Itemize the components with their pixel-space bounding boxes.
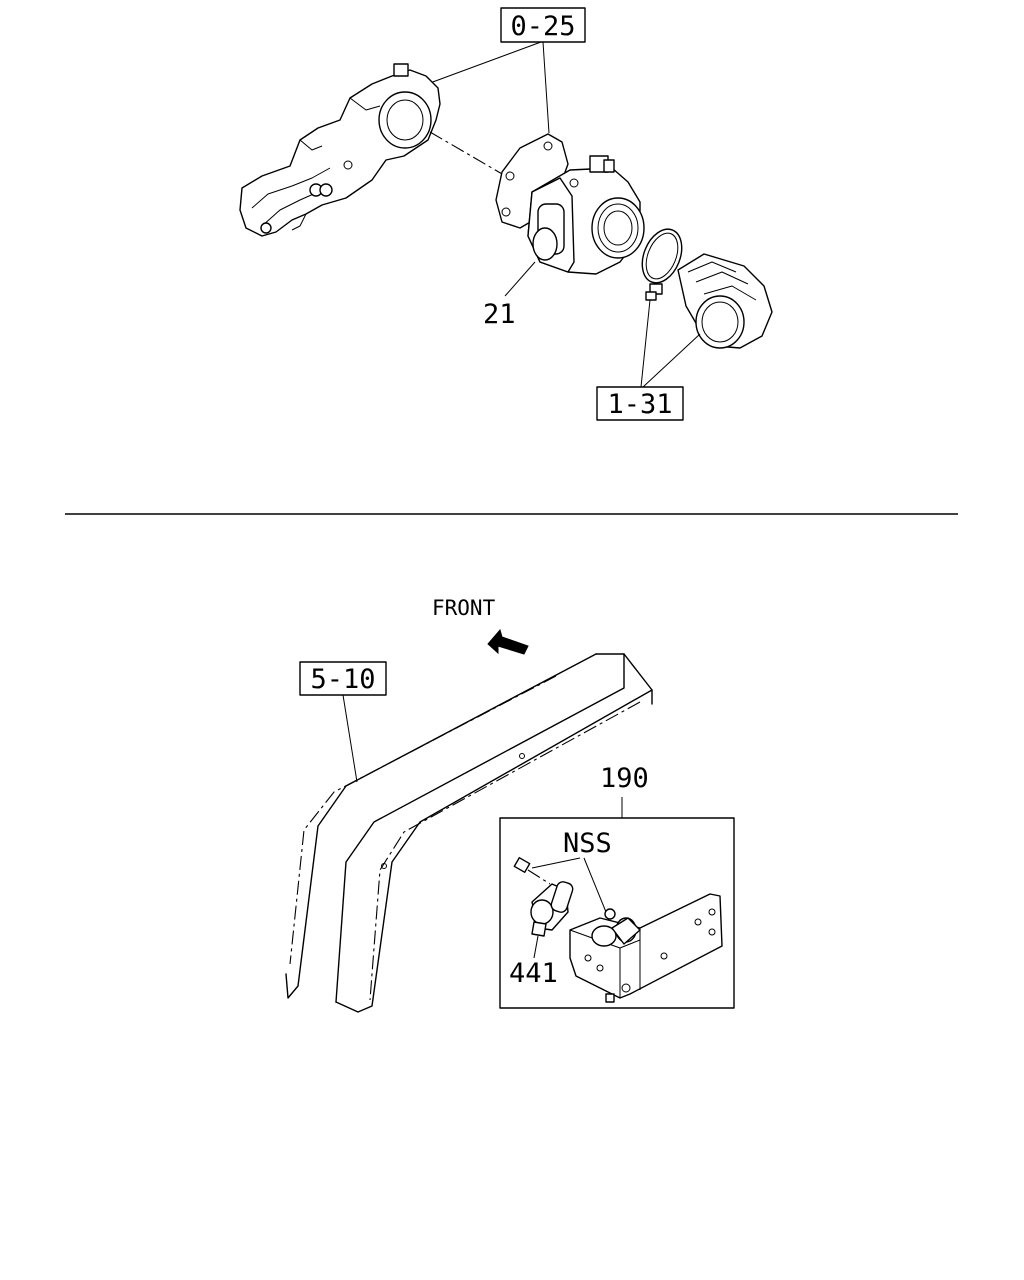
- leader-nss-bolt: [531, 857, 581, 869]
- leader-0-25-gasket: [542, 41, 550, 134]
- clamp-screw: [645, 283, 663, 301]
- part-label-190: 190: [600, 763, 649, 794]
- leader-21: [504, 261, 536, 297]
- ref-label-1-31: 1-31: [607, 389, 672, 420]
- ref-box-5-10[interactable]: 5-10: [299, 661, 387, 696]
- nss-label: NSS: [563, 828, 612, 859]
- front-arrow-icon: [487, 628, 529, 655]
- mounting-bracket: [569, 893, 723, 1003]
- clamp-ring: [641, 228, 683, 284]
- leader-1-31-hose: [642, 333, 701, 388]
- ref-label-0-25: 0-25: [510, 11, 575, 42]
- upper-assembly: 0-25: [239, 7, 773, 421]
- ref-box-0-25-frame: [500, 7, 586, 43]
- lower-assembly: FRONT 5-10 190 NSS: [285, 596, 735, 1013]
- leader-5-10: [342, 694, 358, 783]
- intake-manifold: [239, 63, 441, 237]
- intake-hose[interactable]: [677, 253, 773, 349]
- ref-box-1-31[interactable]: 1-31: [596, 386, 684, 421]
- front-label: FRONT: [432, 596, 496, 620]
- leader-nss-bracket: [583, 857, 607, 913]
- sensor-bolt: [513, 856, 551, 885]
- leader-0-25-manifold: [429, 41, 542, 84]
- part-label-21: 21: [483, 299, 516, 330]
- sensor-441[interactable]: [530, 880, 574, 937]
- throttle-body[interactable]: [527, 155, 645, 275]
- leader-441: [533, 935, 539, 959]
- ref-box-0-25[interactable]: 0-25: [500, 7, 586, 43]
- frame-rail: [285, 653, 653, 1013]
- ref-box-1-31-frame: [596, 386, 684, 421]
- ref-label-5-10: 5-10: [310, 664, 375, 695]
- leader-1-31-screw: [640, 299, 651, 388]
- part-label-441: 441: [509, 958, 558, 989]
